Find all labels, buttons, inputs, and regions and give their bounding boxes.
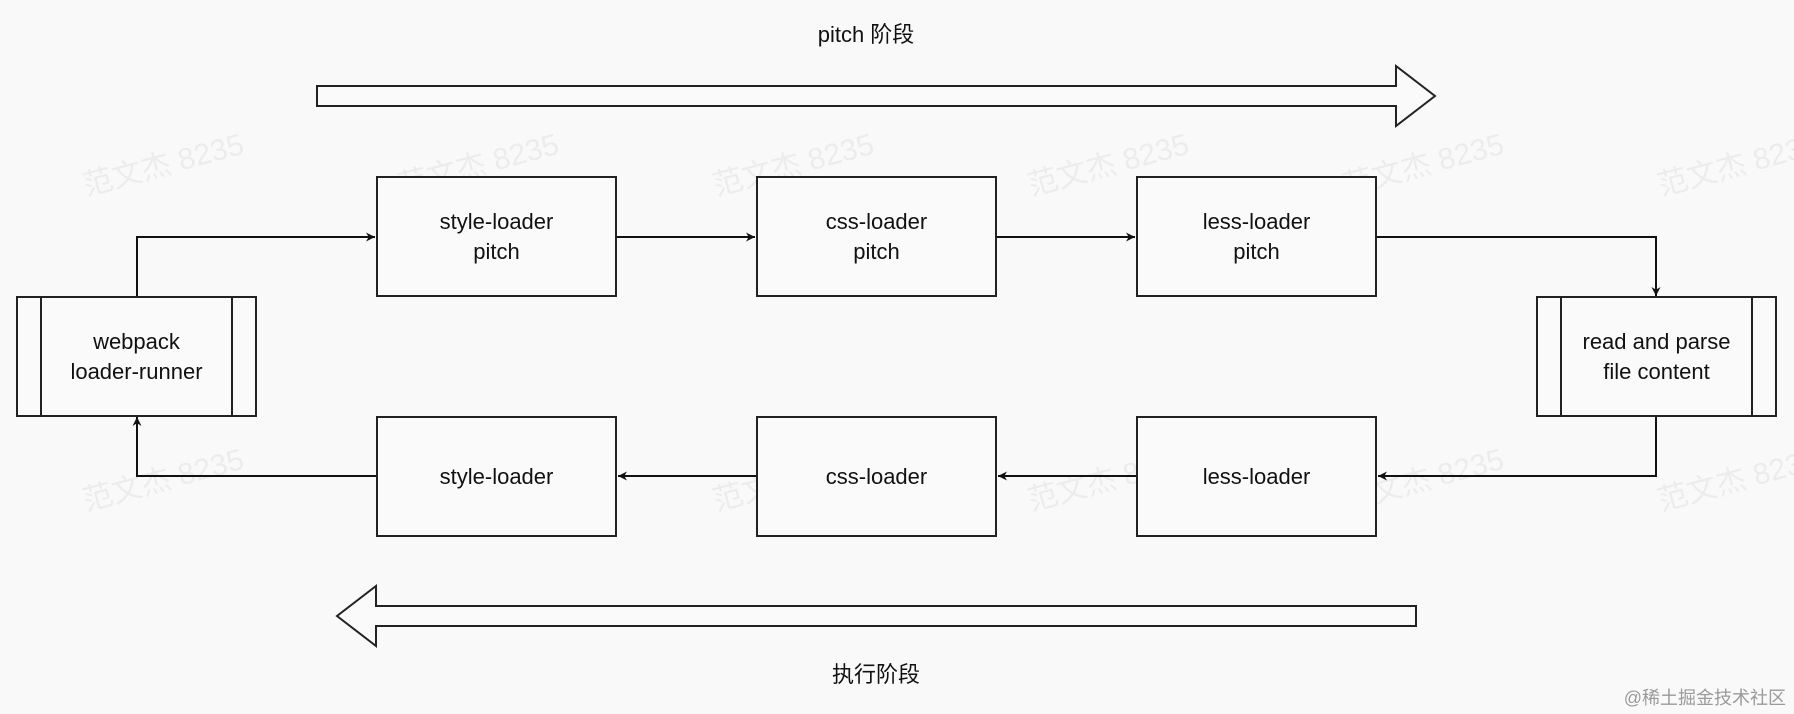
pitch-phase-arrow [316, 63, 1437, 129]
normal-phase-arrow [335, 583, 1417, 649]
edge-runner-to-style-pitch [136, 232, 375, 296]
normal-phase-label: 执行阶段 [831, 662, 920, 687]
less-loader-pitch-label: less-loader pitch [1202, 208, 1311, 264]
pitch-phase-label: pitch 阶段 [817, 22, 915, 47]
style-loader-node: style-loader [376, 416, 617, 537]
less-loader-pitch-node: less-loader pitch [1136, 176, 1377, 297]
loader-runner-label: webpack loader-runner [70, 328, 203, 384]
edge-style-to-runner [132, 417, 376, 477]
edge-read-file-to-less [1378, 416, 1657, 481]
css-loader-label: css-loader [825, 463, 928, 489]
css-loader-pitch-node: css-loader pitch [756, 176, 997, 297]
loader-runner-node: webpack loader-runner [16, 296, 257, 417]
style-loader-label: style-loader [439, 463, 554, 489]
style-loader-pitch-label: style-loader pitch [439, 208, 554, 264]
css-loader-pitch-label: css-loader pitch [825, 208, 928, 264]
source-credit: @稀土掘金技术社区 [1623, 688, 1786, 708]
read-file-node: read and parse file content [1536, 296, 1777, 417]
less-loader-node: less-loader [1136, 416, 1377, 537]
less-loader-label: less-loader [1202, 463, 1311, 489]
edge-less-pitch-to-read-file [1377, 236, 1661, 296]
style-loader-pitch-node: style-loader pitch [376, 176, 617, 297]
css-loader-node: css-loader [756, 416, 997, 537]
read-file-label: read and parse file content [1582, 328, 1731, 384]
